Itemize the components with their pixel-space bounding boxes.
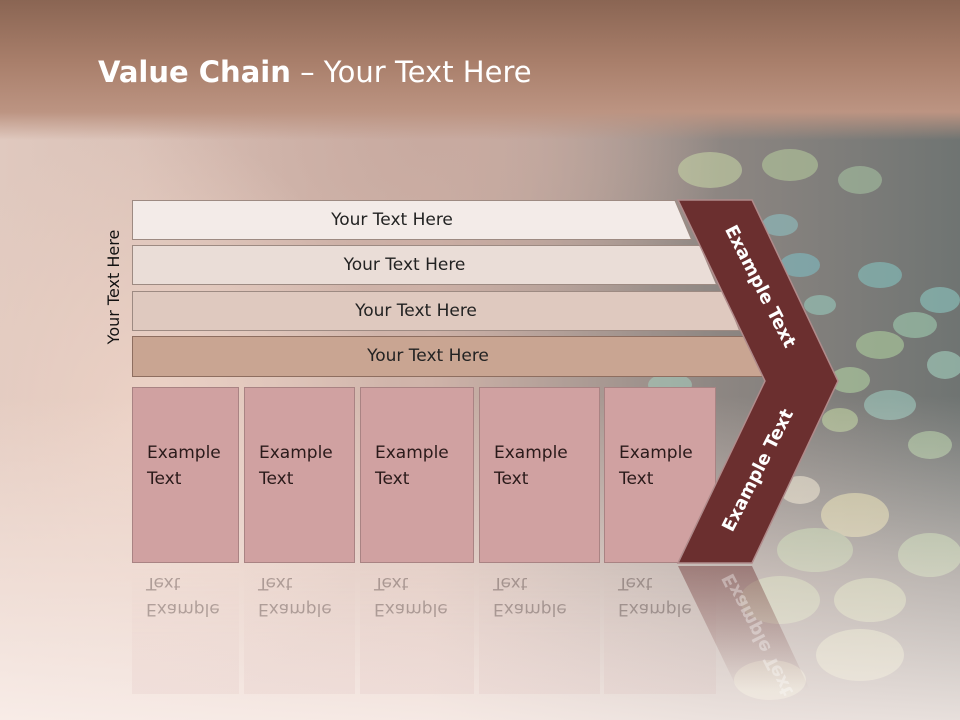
activity-box-1: Example Text — [132, 387, 239, 563]
box-2-line-2: Text — [259, 469, 294, 489]
bar-3-label: Your Text Here — [355, 301, 477, 321]
box-1-line-1: Example — [147, 443, 221, 463]
box-4-line-2: Text — [494, 469, 529, 489]
value-chain-bar-1: Your Text Here — [132, 200, 692, 240]
title-bold: Value Chain — [98, 55, 291, 89]
chevron-reflection — [678, 566, 810, 690]
bar-3-shape — [132, 291, 740, 331]
box-4-line-1: Example — [494, 443, 568, 463]
box-5-line-1: Example — [619, 443, 693, 463]
box-5-line-2: Text — [619, 469, 654, 489]
box-3-line-1: Example — [375, 443, 449, 463]
box-2-line-1: Example — [259, 443, 333, 463]
value-chain-bar-2: Your Text Here — [132, 245, 717, 285]
bar-1-label: Your Text Here — [331, 210, 453, 230]
title-rest: – Your Text Here — [290, 55, 532, 89]
box-3-line-2: Text — [375, 469, 410, 489]
title-band — [0, 0, 960, 140]
activity-box-2: Example Text — [244, 387, 355, 563]
chevron-shape — [676, 199, 839, 564]
bar-2-shape — [132, 245, 717, 285]
bar-1-shape — [132, 200, 692, 240]
value-chain-bar-3: Your Text Here — [132, 291, 740, 331]
activity-box-3: Example Text — [360, 387, 474, 563]
slide-title: Value Chain – Your Text Here — [98, 55, 532, 89]
box-1-line-2: Text — [147, 469, 182, 489]
bar-4-label: Your Text Here — [367, 346, 489, 366]
bar-2-label: Your Text Here — [343, 255, 466, 275]
activity-box-4: Example Text — [479, 387, 600, 563]
